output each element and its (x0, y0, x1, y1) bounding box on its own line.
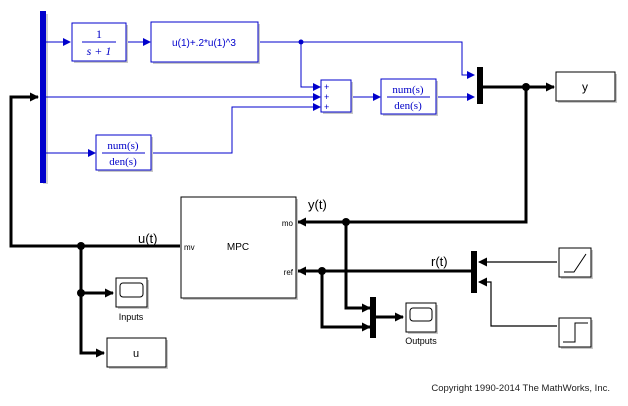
wire-fcn-to-mux (258, 41, 475, 79)
outport-u[interactable]: u (106, 337, 168, 369)
outport-u-label: u (133, 348, 139, 360)
inputs-scope[interactable]: Inputs (115, 277, 149, 322)
mpc-port-mo: mo (282, 219, 294, 228)
reference-mux[interactable] (471, 251, 477, 293)
wire-fcn-to-sum (300, 42, 321, 91)
mpc-controller-block[interactable]: MPC mv mo ref (180, 196, 298, 300)
wire-u-to-inputs-scope (79, 246, 114, 298)
wire-u-to-outport (79, 293, 105, 358)
mpc-title: MPC (227, 242, 249, 253)
wire-u-to-plant (9, 92, 180, 248)
outputs-mux[interactable] (370, 297, 376, 338)
sum-sign-1: + (324, 82, 329, 92)
outputs-scope-label: Outputs (405, 336, 437, 346)
reference-wires (478, 257, 557, 327)
transfer-fcn-3[interactable]: num(s) den(s) (95, 134, 153, 172)
scope-icon (119, 282, 144, 298)
tf3-denominator: den(s) (109, 156, 137, 168)
plant-wires (46, 38, 475, 157)
wire-r-to-outputs-mux (320, 271, 371, 332)
fcn-expression: u(1)+.2*u(1)^3 (172, 38, 236, 49)
wire-y-feedback (297, 87, 528, 227)
fcn-block[interactable]: u(1)+.2*u(1)^3 (150, 21, 260, 64)
signal-label-r: r(t) (431, 254, 448, 269)
mpc-port-ref: ref (284, 268, 294, 277)
step-icon (563, 322, 588, 343)
transfer-fcn-1[interactable]: 1 s + 1 (71, 22, 128, 63)
tf2-numerator: num(s) (392, 84, 424, 96)
branch-points (77, 83, 530, 297)
wire-tf3-to-sum (152, 103, 321, 154)
tf1-denominator: s + 1 (87, 44, 112, 58)
tf1-numerator: 1 (96, 27, 102, 41)
tf3-numerator: num(s) (107, 140, 139, 152)
mpc-port-mv: mv (184, 243, 195, 252)
outputs-scope[interactable]: Outputs (405, 302, 438, 346)
outport-y[interactable]: y (555, 71, 617, 103)
sum-block[interactable]: + + + (320, 79, 353, 114)
ramp-source-block[interactable] (558, 247, 593, 279)
signal-wires (9, 82, 555, 358)
sum-sign-3: + (324, 102, 329, 112)
tf2-denominator: den(s) (394, 100, 422, 112)
sum-sign-2: + (324, 92, 329, 102)
ramp-icon (564, 253, 587, 273)
inputs-scope-label: Inputs (119, 312, 144, 322)
output-mux[interactable] (477, 67, 483, 104)
plant-demux[interactable] (40, 11, 46, 183)
signal-label-u: u(t) (138, 231, 158, 246)
copyright-text: Copyright 1990-2014 The MathWorks, Inc. (431, 383, 610, 394)
scope-icon (409, 307, 433, 322)
wire-y-to-outputs-mux (344, 222, 371, 313)
transfer-fcn-2[interactable]: num(s) den(s) (380, 78, 438, 116)
outport-y-label: y (582, 80, 588, 94)
signal-label-y: y(t) (308, 197, 327, 212)
branch-point (298, 39, 304, 45)
wire-step-to-mux (478, 277, 557, 327)
step-source-block[interactable] (558, 317, 593, 349)
